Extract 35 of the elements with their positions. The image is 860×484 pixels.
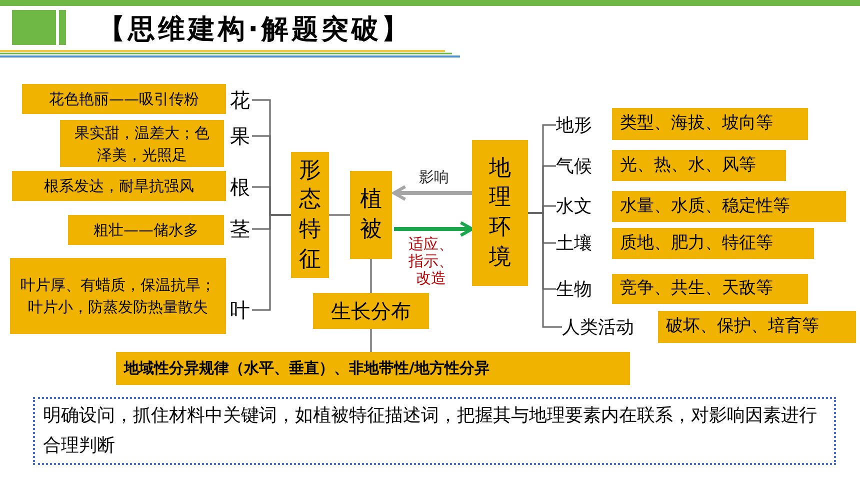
- detail-box: 质地、肥力、特征等: [612, 228, 814, 259]
- detail-box: 水量、水质、稳定性等: [612, 191, 846, 222]
- factor-label: 人类活动: [562, 314, 656, 340]
- factor-label: 生物: [556, 276, 608, 302]
- arrow: [394, 221, 474, 237]
- detail-box: 竞争、共生、天敌等: [612, 274, 808, 304]
- detail-box: 类型、海拔、坡向等: [612, 108, 808, 140]
- arrow: [392, 185, 472, 201]
- concept-box: 形态特征: [291, 152, 329, 278]
- connector-line: [370, 259, 372, 293]
- detail-box: 光、热、水、风等: [612, 150, 786, 181]
- organ-label: 果: [228, 122, 252, 150]
- factor-label: 地形: [556, 112, 608, 138]
- trait-box: 花色艳丽——吸引传粉: [22, 84, 226, 114]
- core-box: 植被: [350, 171, 392, 259]
- title: 【思维建构·解题突破】: [98, 13, 412, 47]
- connector-line: [370, 329, 372, 352]
- trait-box: 粗壮——储水多: [68, 215, 224, 245]
- connector-line: [329, 214, 350, 216]
- summary-box: 明确设问，抓住材料中关键词，如植被特征描述词，把握其与地理要素内在联系，对影响因素进行合理判断: [33, 397, 836, 465]
- detail-box: 破坏、保护、培育等: [658, 311, 856, 343]
- factor-label: 气候: [556, 153, 608, 179]
- organ-label: 茎: [228, 215, 252, 243]
- concept-box: 地理环境: [472, 140, 528, 286]
- trait-box: 根系发达，耐旱抗强风: [12, 171, 226, 201]
- organ-label: 叶: [228, 296, 252, 324]
- trait-box: 果实甜，温差大；色泽美，光照足: [60, 120, 224, 167]
- organ-label: 花: [228, 86, 252, 114]
- concept-box: 生长分布: [313, 293, 429, 329]
- factor-label: 土壤: [556, 230, 608, 256]
- note-box: 地域性分异规律（水平、垂直）、非地带性/地方性分异: [116, 352, 630, 385]
- connector-line: [252, 214, 291, 311]
- factor-label: 水文: [556, 193, 608, 219]
- trait-box: 叶片厚、有蜡质，保温抗旱；叶片小，防蒸发防热量散失: [10, 258, 226, 334]
- organ-label: 根: [228, 173, 252, 201]
